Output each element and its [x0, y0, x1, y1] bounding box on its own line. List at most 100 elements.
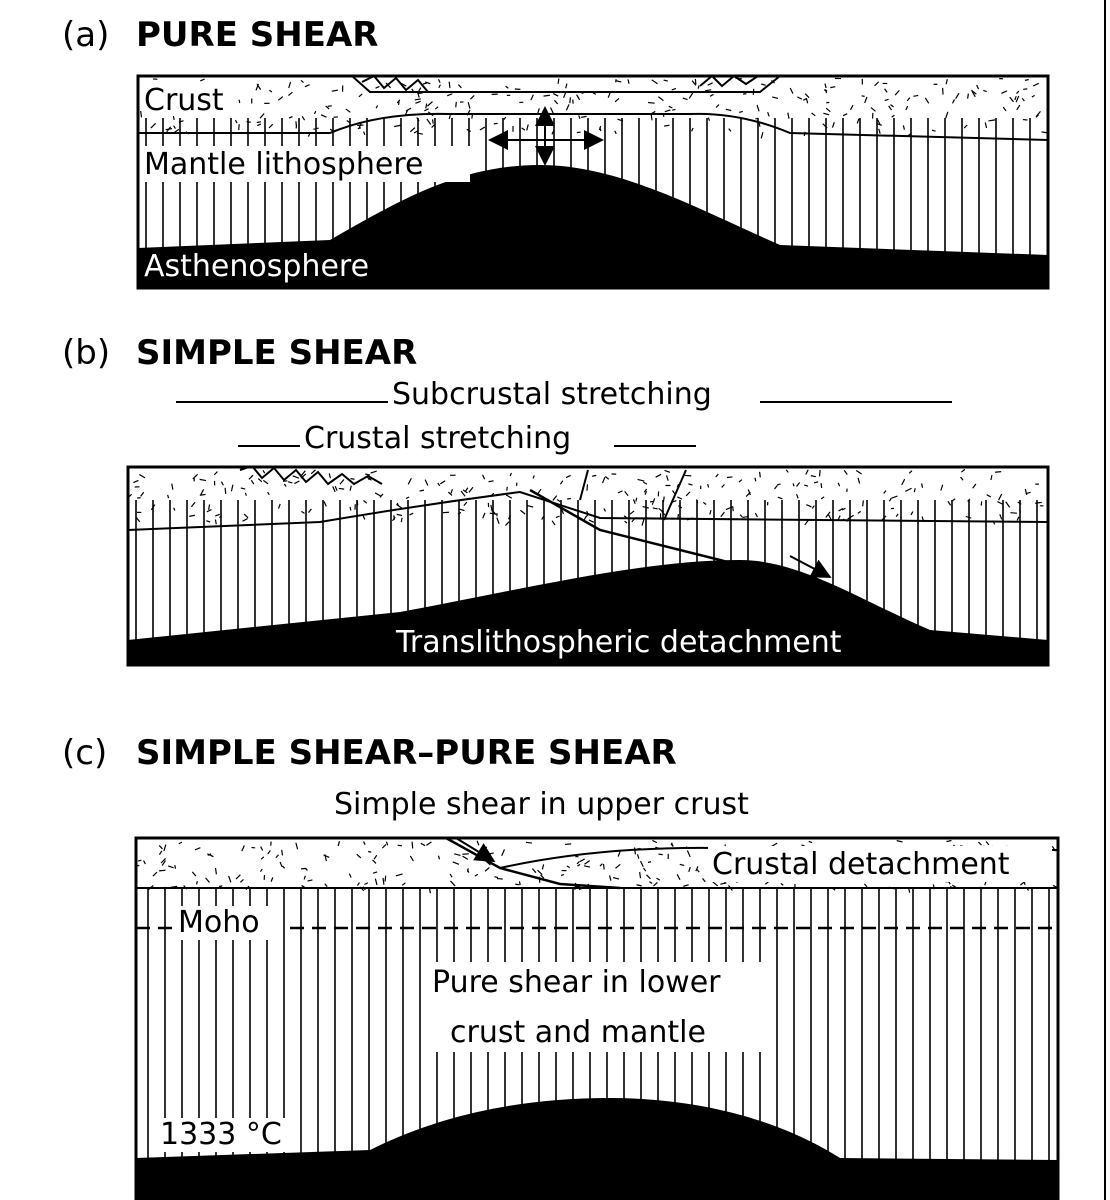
- stipple-mark: [163, 844, 167, 852]
- stipple-mark: [825, 107, 831, 113]
- stipple-mark: [470, 94, 475, 100]
- stipple-mark: [616, 80, 622, 83]
- stipple-mark: [1015, 95, 1020, 103]
- stipple-mark: [409, 127, 416, 133]
- stipple-mark: [244, 492, 247, 496]
- stipple-mark: [650, 114, 653, 121]
- crustal-detachment-fault: [445, 838, 621, 890]
- stipple-mark: [895, 513, 899, 517]
- stipple-mark: [468, 486, 474, 493]
- stipple-mark: [328, 473, 332, 479]
- stipple-mark: [152, 871, 158, 877]
- stipple-mark: [636, 884, 642, 887]
- stipple-mark: [732, 506, 734, 512]
- stipple-mark: [385, 841, 389, 846]
- stipple-mark: [466, 869, 470, 873]
- stipple-mark: [283, 483, 287, 487]
- stipple-mark: [228, 875, 232, 883]
- stipple-mark: [960, 468, 966, 473]
- stipple-mark: [339, 479, 345, 485]
- stipple-mark: [972, 483, 977, 489]
- stipple-mark: [617, 490, 623, 494]
- stipple-mark: [426, 841, 432, 846]
- stipple-mark: [482, 512, 486, 519]
- stipple-mark: [615, 863, 621, 869]
- stipple-mark: [679, 863, 685, 867]
- stipple-mark: [133, 479, 139, 484]
- stipple-mark: [901, 478, 906, 486]
- stipple-mark: [980, 501, 983, 506]
- stipple-mark: [488, 852, 494, 855]
- stipple-mark: [515, 883, 520, 886]
- stipple-mark: [301, 115, 306, 121]
- stipple-mark: [668, 105, 673, 109]
- translithospheric-detachment-label: Translithospheric detachment: [395, 625, 842, 660]
- stipple-mark: [424, 479, 429, 486]
- stipple-mark: [598, 125, 602, 131]
- detachment-fault-b: [529, 488, 831, 592]
- stipple-mark: [627, 79, 630, 84]
- crustal-stretching-label: Crustal stretching: [304, 421, 571, 456]
- stipple-mark: [1002, 106, 1007, 112]
- stipple-mark: [565, 843, 572, 846]
- stipple-mark: [841, 507, 846, 511]
- stipple-mark: [994, 471, 1002, 473]
- stipple-mark: [553, 99, 559, 105]
- stipple-mark: [192, 473, 199, 480]
- stipple-mark: [199, 478, 207, 482]
- stipple-mark: [902, 125, 906, 130]
- stipple-mark: [459, 508, 465, 512]
- simple-shear-upper-crust-label: Simple shear in upper crust: [334, 787, 749, 822]
- stipple-mark: [647, 861, 652, 863]
- stipple-mark: [178, 841, 183, 845]
- stipple-mark: [584, 860, 591, 865]
- stipple-mark: [665, 475, 669, 481]
- stipple-mark: [394, 124, 401, 128]
- stipple-mark: [464, 487, 469, 493]
- crustal-detachment-label: Crustal detachment: [712, 847, 1010, 882]
- stipple-mark: [945, 79, 948, 85]
- stipple-mark: [946, 839, 952, 843]
- stipple-mark: [334, 485, 338, 491]
- stipple-mark: [337, 841, 341, 847]
- stipple-mark: [657, 96, 664, 102]
- stipple-mark: [760, 83, 766, 86]
- stipple-mark: [671, 842, 674, 847]
- stipple-mark: [414, 98, 421, 101]
- stipple-mark: [214, 867, 217, 875]
- stipple-mark: [438, 84, 441, 88]
- stipple-mark: [988, 119, 996, 122]
- stipple-mark: [672, 108, 676, 111]
- stipple-mark: [424, 108, 429, 112]
- stipple-mark: [971, 89, 977, 95]
- stipple-mark: [310, 469, 316, 475]
- stipple-mark: [372, 871, 378, 874]
- stipple-mark: [813, 481, 819, 484]
- stipple-mark: [292, 475, 300, 479]
- stipple-mark: [838, 507, 844, 512]
- stipple-mark: [525, 841, 532, 844]
- stipple-mark: [345, 108, 351, 113]
- stipple-mark: [348, 873, 352, 878]
- stipple-mark: [1016, 90, 1020, 94]
- stipple-mark: [924, 97, 930, 104]
- stipple-mark: [772, 96, 779, 100]
- stipple-mark: [320, 114, 327, 118]
- stipple-mark: [400, 517, 403, 523]
- stipple-mark: [998, 493, 1003, 501]
- stipple-mark: [303, 875, 306, 880]
- stipple-mark: [450, 488, 454, 494]
- stipple-mark: [891, 495, 898, 499]
- stipple-mark: [483, 846, 488, 851]
- stipple-mark: [431, 124, 435, 129]
- stipple-mark: [158, 850, 163, 856]
- stipple-mark: [764, 881, 769, 885]
- panel-c: (c) SIMPLE SHEAR–PURE SHEAR Simple shear…: [62, 733, 1060, 1200]
- stipple-mark: [629, 510, 635, 515]
- stipple-mark: [331, 89, 338, 92]
- stipple-mark: [476, 840, 480, 846]
- stipple-mark: [702, 501, 707, 505]
- stipple-mark: [200, 78, 205, 82]
- stipple-mark: [705, 89, 712, 92]
- stipple-mark: [505, 521, 510, 526]
